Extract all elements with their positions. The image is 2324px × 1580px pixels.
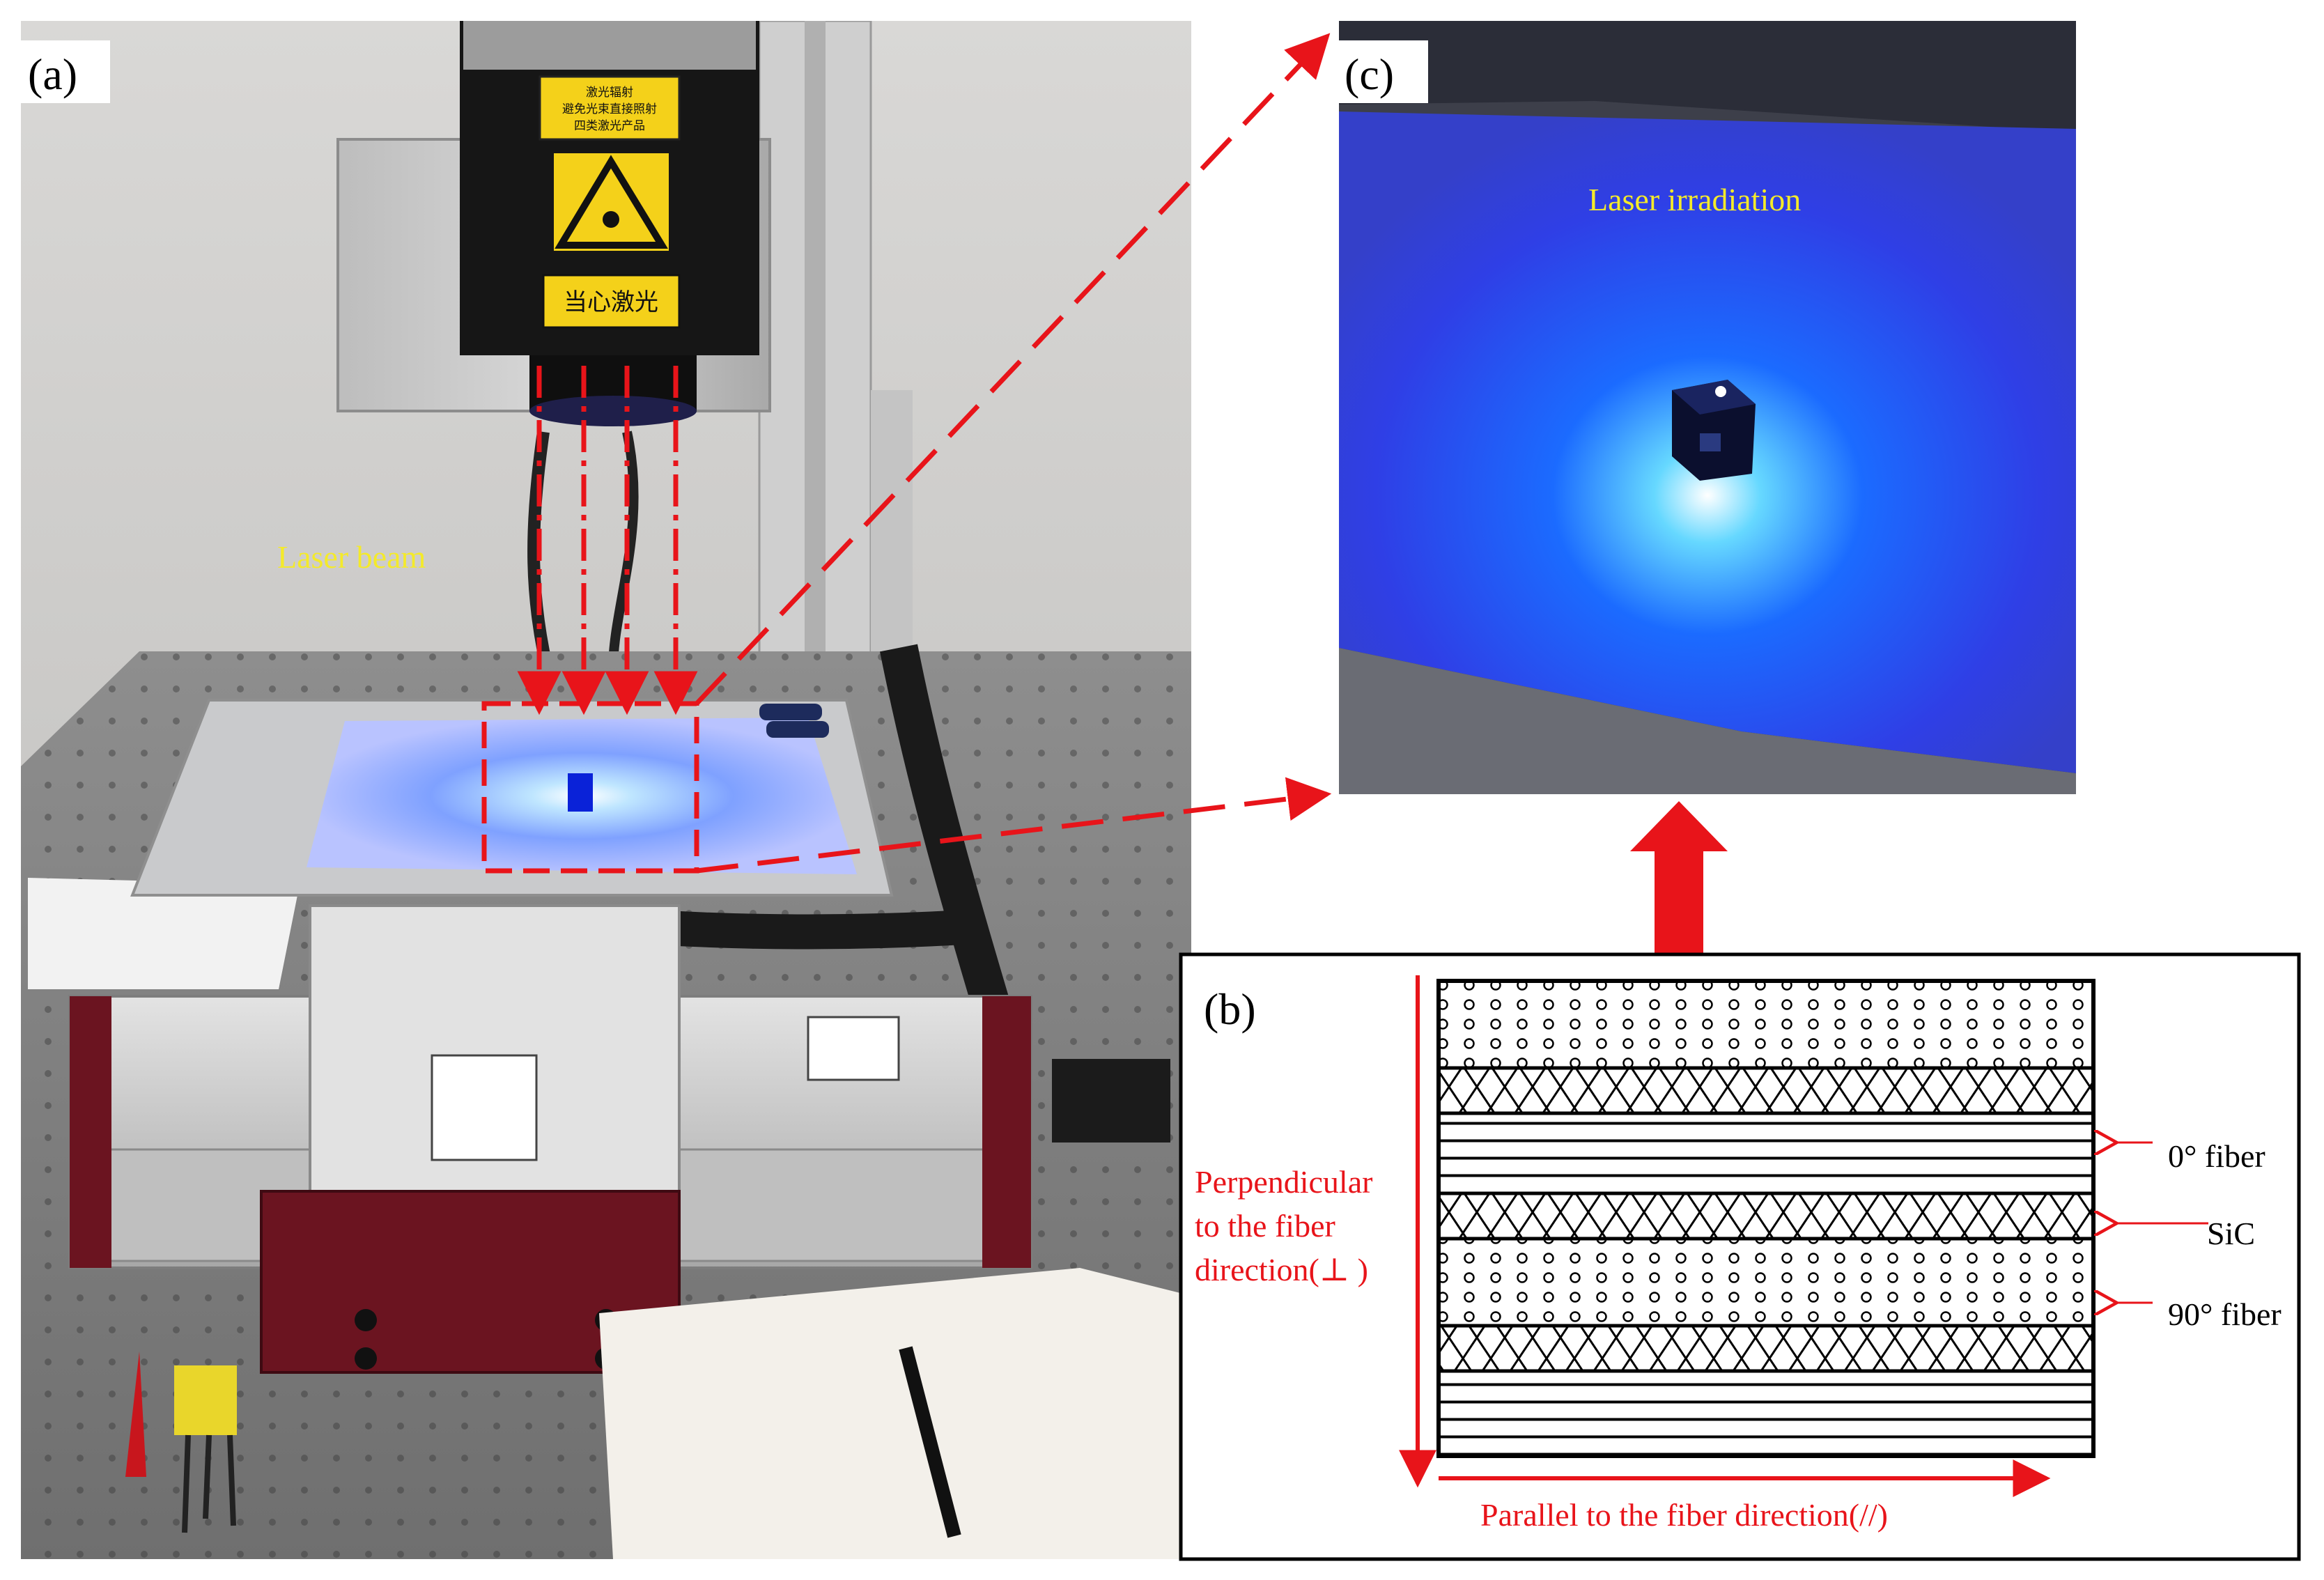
zoom-line-bottom <box>696 777 1332 874</box>
warning-plate-line: 四类激光产品 <box>574 119 645 133</box>
stage-label-sticker <box>431 1054 538 1161</box>
laminate-layer-dots <box>1436 979 2096 1070</box>
column-back <box>871 390 913 683</box>
laminate-layer-crosshatch <box>1436 1191 2096 1241</box>
caution-plate-text: 当心激光 <box>564 288 658 316</box>
red-up-arrow <box>1630 801 1728 954</box>
caution-plate <box>542 274 681 329</box>
panel-b-schematic: (b) Perpendicular to the fiber direction… <box>1179 952 2301 1561</box>
laminate-stack <box>1436 979 2096 1458</box>
hex-key-holder <box>174 1365 237 1435</box>
stage-endcap-right <box>982 996 1031 1268</box>
tweezers <box>899 1346 961 1538</box>
cube-highlight <box>1715 386 1726 397</box>
laser-warning-icon <box>555 155 668 249</box>
panel-a-photo: 激光辐射避免光束直接照射四类激光产品 当心激光 <box>21 21 1191 1559</box>
closeup-plate-edge <box>1339 648 2076 794</box>
perpendicular-label-line-3: direction(⊥ ) <box>1195 1252 1368 1287</box>
panel-a-tag: (a) <box>28 49 77 99</box>
panel-c-photo <box>1339 21 2076 794</box>
ninety-fiber-label: 90° fiber <box>2168 1296 2282 1332</box>
hex-keys <box>182 1434 236 1533</box>
perpendicular-label-line-1: Perpendicular <box>1195 1164 1372 1200</box>
zero-fiber-label: 0° fiber <box>2168 1138 2265 1174</box>
stage-endcap-left <box>70 996 111 1268</box>
perpendicular-label-line-2: to the fiber <box>1195 1208 1335 1244</box>
laser-sun-icon <box>603 211 619 228</box>
laminate-layer-crosshatch <box>1436 1324 2096 1373</box>
panel-c-tag-bg <box>1339 40 1428 103</box>
carriage-screw <box>355 1347 377 1370</box>
laminate-layer-lines <box>1436 1369 2096 1458</box>
laser-head-vents <box>463 21 756 70</box>
coiled-hose-lower <box>640 909 977 950</box>
warning-plate-line: 避免光束直接照射 <box>562 102 657 116</box>
sic-label: SiC <box>2207 1216 2255 1251</box>
laminate-layer-dots <box>1436 1237 2096 1328</box>
notebook <box>599 1268 1191 1559</box>
column-scale <box>805 21 826 718</box>
laser-beam-label: Laser beam <box>277 539 426 575</box>
laser-irradiation-label: Laser irradiation <box>1588 182 1801 217</box>
sample-cube-top <box>1672 380 1756 415</box>
perpendicular-label: Perpendicular to the fiber direction(⊥ ) <box>1195 1164 1381 1287</box>
sample-cube-a <box>568 773 593 812</box>
panel-a-tag-bg <box>21 40 110 103</box>
warning-plate <box>539 75 681 141</box>
coiled-hose <box>880 644 1022 1051</box>
warning-plate-line: 激光辐射 <box>586 86 633 100</box>
laminate-layer-lines <box>1436 1111 2096 1195</box>
cable-left <box>527 431 557 685</box>
stepper-motor <box>1052 1059 1170 1143</box>
battery <box>759 704 822 720</box>
cube-side-mark <box>1700 433 1721 451</box>
panel-b-tag: (b) <box>1204 984 1256 1034</box>
laminate-layer-crosshatch <box>1436 1066 2096 1115</box>
warning-plate-text: 激光辐射避免光束直接照射四类激光产品 <box>562 86 657 133</box>
battery <box>766 721 829 738</box>
parallel-label: Parallel to the fiber direction(//) <box>1480 1497 1888 1533</box>
panel-c-tag: (c) <box>1345 49 1394 99</box>
stage-label-sticker-right <box>807 1016 900 1081</box>
red-tweezers <box>125 1351 146 1477</box>
carriage-screw <box>355 1309 377 1331</box>
cable-right <box>608 431 639 669</box>
paper-left <box>28 878 300 989</box>
laminate-outline <box>1436 979 2096 1458</box>
zoom-line-top <box>695 33 1331 706</box>
laser-beam-lines <box>517 366 698 715</box>
lens-glass <box>529 396 697 426</box>
